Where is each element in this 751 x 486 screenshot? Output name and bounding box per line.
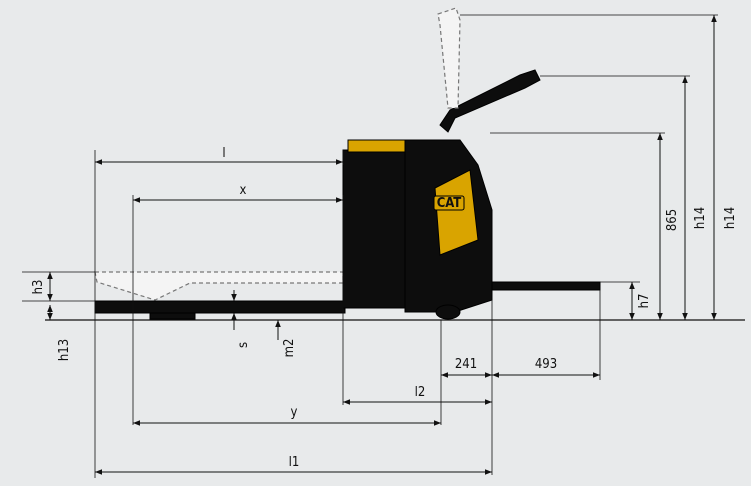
operator-platform: [491, 281, 601, 291]
label-h3: h3: [31, 280, 46, 295]
accent-panel: [434, 169, 479, 256]
drive-wheel: [435, 304, 461, 320]
label-h14-high: h14: [723, 207, 738, 229]
raised-forks-ghost: [94, 271, 344, 301]
label-241: 241: [455, 357, 477, 372]
label-y: y: [291, 405, 298, 420]
fork-roller: [149, 312, 196, 320]
tiller-arm: [439, 69, 541, 133]
tiller-upright-ghost: [437, 7, 461, 109]
label-h7: h7: [637, 294, 652, 309]
fork-lowered: [94, 300, 346, 314]
label-x: x: [240, 183, 247, 198]
label-h13: h13: [57, 339, 72, 361]
label-m2: m2: [282, 339, 297, 358]
label-l1: l1: [289, 455, 300, 470]
truck-chassis: [342, 149, 406, 309]
label-l: l: [222, 146, 225, 161]
cat-logo: CAT: [437, 196, 462, 211]
label-493: 493: [535, 357, 557, 372]
label-865: 865: [665, 209, 680, 231]
label-l2: l2: [415, 385, 426, 400]
top-cover: [347, 139, 407, 153]
logo-plate: [433, 195, 465, 211]
label-h14-low: h14: [693, 207, 708, 229]
label-s: s: [236, 342, 251, 348]
